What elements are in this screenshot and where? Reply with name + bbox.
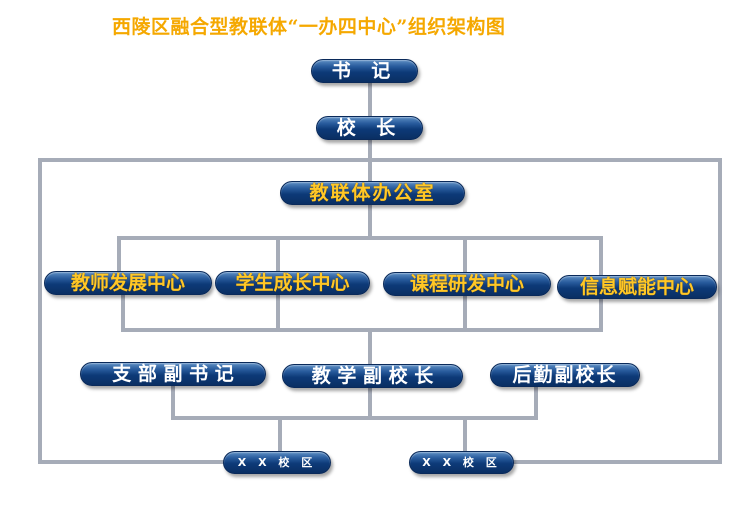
deputy-party-secretary-node: 支 部 副 书 记 [80,362,266,386]
campus-node-1: X X 校 区 [223,451,331,474]
student-growth-center-node: 学生成长中心 [215,271,370,295]
info-empowerment-center-node: 信息赋能中心 [557,275,717,299]
principal-node: 校 长 [316,116,423,140]
teacher-development-center-label: 教师发展中心 [70,271,185,294]
curriculum-center-node: 课程研发中心 [383,272,551,296]
curriculum-center-label: 课程研发中心 [409,272,524,295]
info-empowerment-center-label: 信息赋能中心 [579,275,694,298]
office-node: 教联体办公室 [280,181,465,205]
chart-title: 西陵区融合型教联体“一办四中心”组织架构图 [112,16,506,38]
campus-node-2: X X 校 区 [409,451,514,474]
deputy-principal-teaching-node: 教 学 副 校 长 [282,364,463,388]
office-label: 教联体办公室 [309,181,436,204]
student-growth-center-label: 学生成长中心 [235,271,350,294]
teacher-development-center-node: 教师发展中心 [44,271,212,295]
deputy-principal-logistics-label: 后勤副校长 [512,363,618,386]
secretary-node: 书 记 [311,59,418,83]
deputy-principal-teaching-label: 教 学 副 校 长 [311,364,434,387]
campus-label-2: X X 校 区 [422,456,501,469]
principal-label: 校 长 [336,116,403,139]
campus-label-1: X X 校 区 [237,456,317,469]
deputy-principal-logistics-node: 后勤副校长 [490,363,640,387]
secretary-label: 书 记 [331,59,398,82]
deputy-party-secretary-label: 支 部 副 书 记 [112,362,234,385]
